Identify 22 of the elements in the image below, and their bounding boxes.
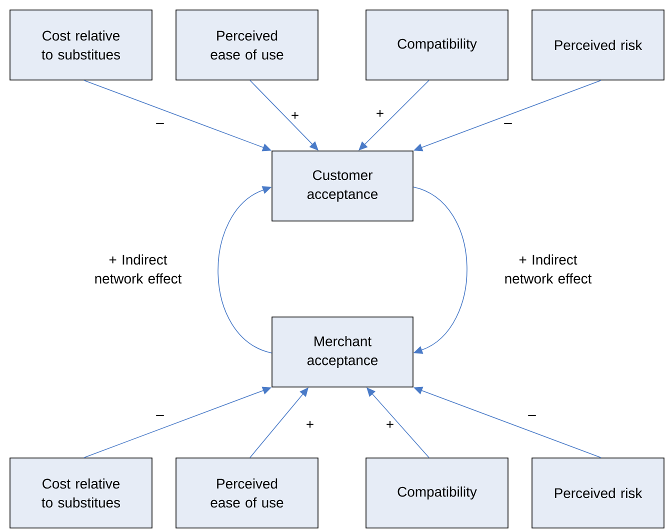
factor-box: Compatibility <box>366 10 508 80</box>
edge-label: – <box>504 123 512 124</box>
acceptance-box: Customer acceptance <box>272 150 414 222</box>
factor-box: Perceived ease of use <box>176 10 318 80</box>
acceptance-box: Merchant acceptance <box>272 316 414 388</box>
factor-box: Perceived ease of use <box>176 458 318 528</box>
edge-label: + Indirect network effect <box>505 254 592 284</box>
edge-label: – <box>528 415 536 416</box>
edge-label: + Indirect network effect <box>95 254 182 284</box>
arrow <box>218 186 272 354</box>
factor-box: Cost relative to substitues <box>10 458 152 528</box>
factor-box: Cost relative to substitues <box>10 10 152 80</box>
edge-label: + <box>306 420 314 428</box>
edge-label: + <box>292 112 298 119</box>
edge-label: + <box>376 110 384 117</box>
edge-label: – <box>156 123 164 124</box>
factor-box: Compatibility <box>366 458 508 528</box>
factor-box: Perceived risk <box>532 10 664 80</box>
arrow <box>413 186 468 354</box>
edge-label: + <box>386 420 394 428</box>
factor-box: Perceived risk <box>532 458 664 528</box>
edge-label: – <box>156 415 164 416</box>
